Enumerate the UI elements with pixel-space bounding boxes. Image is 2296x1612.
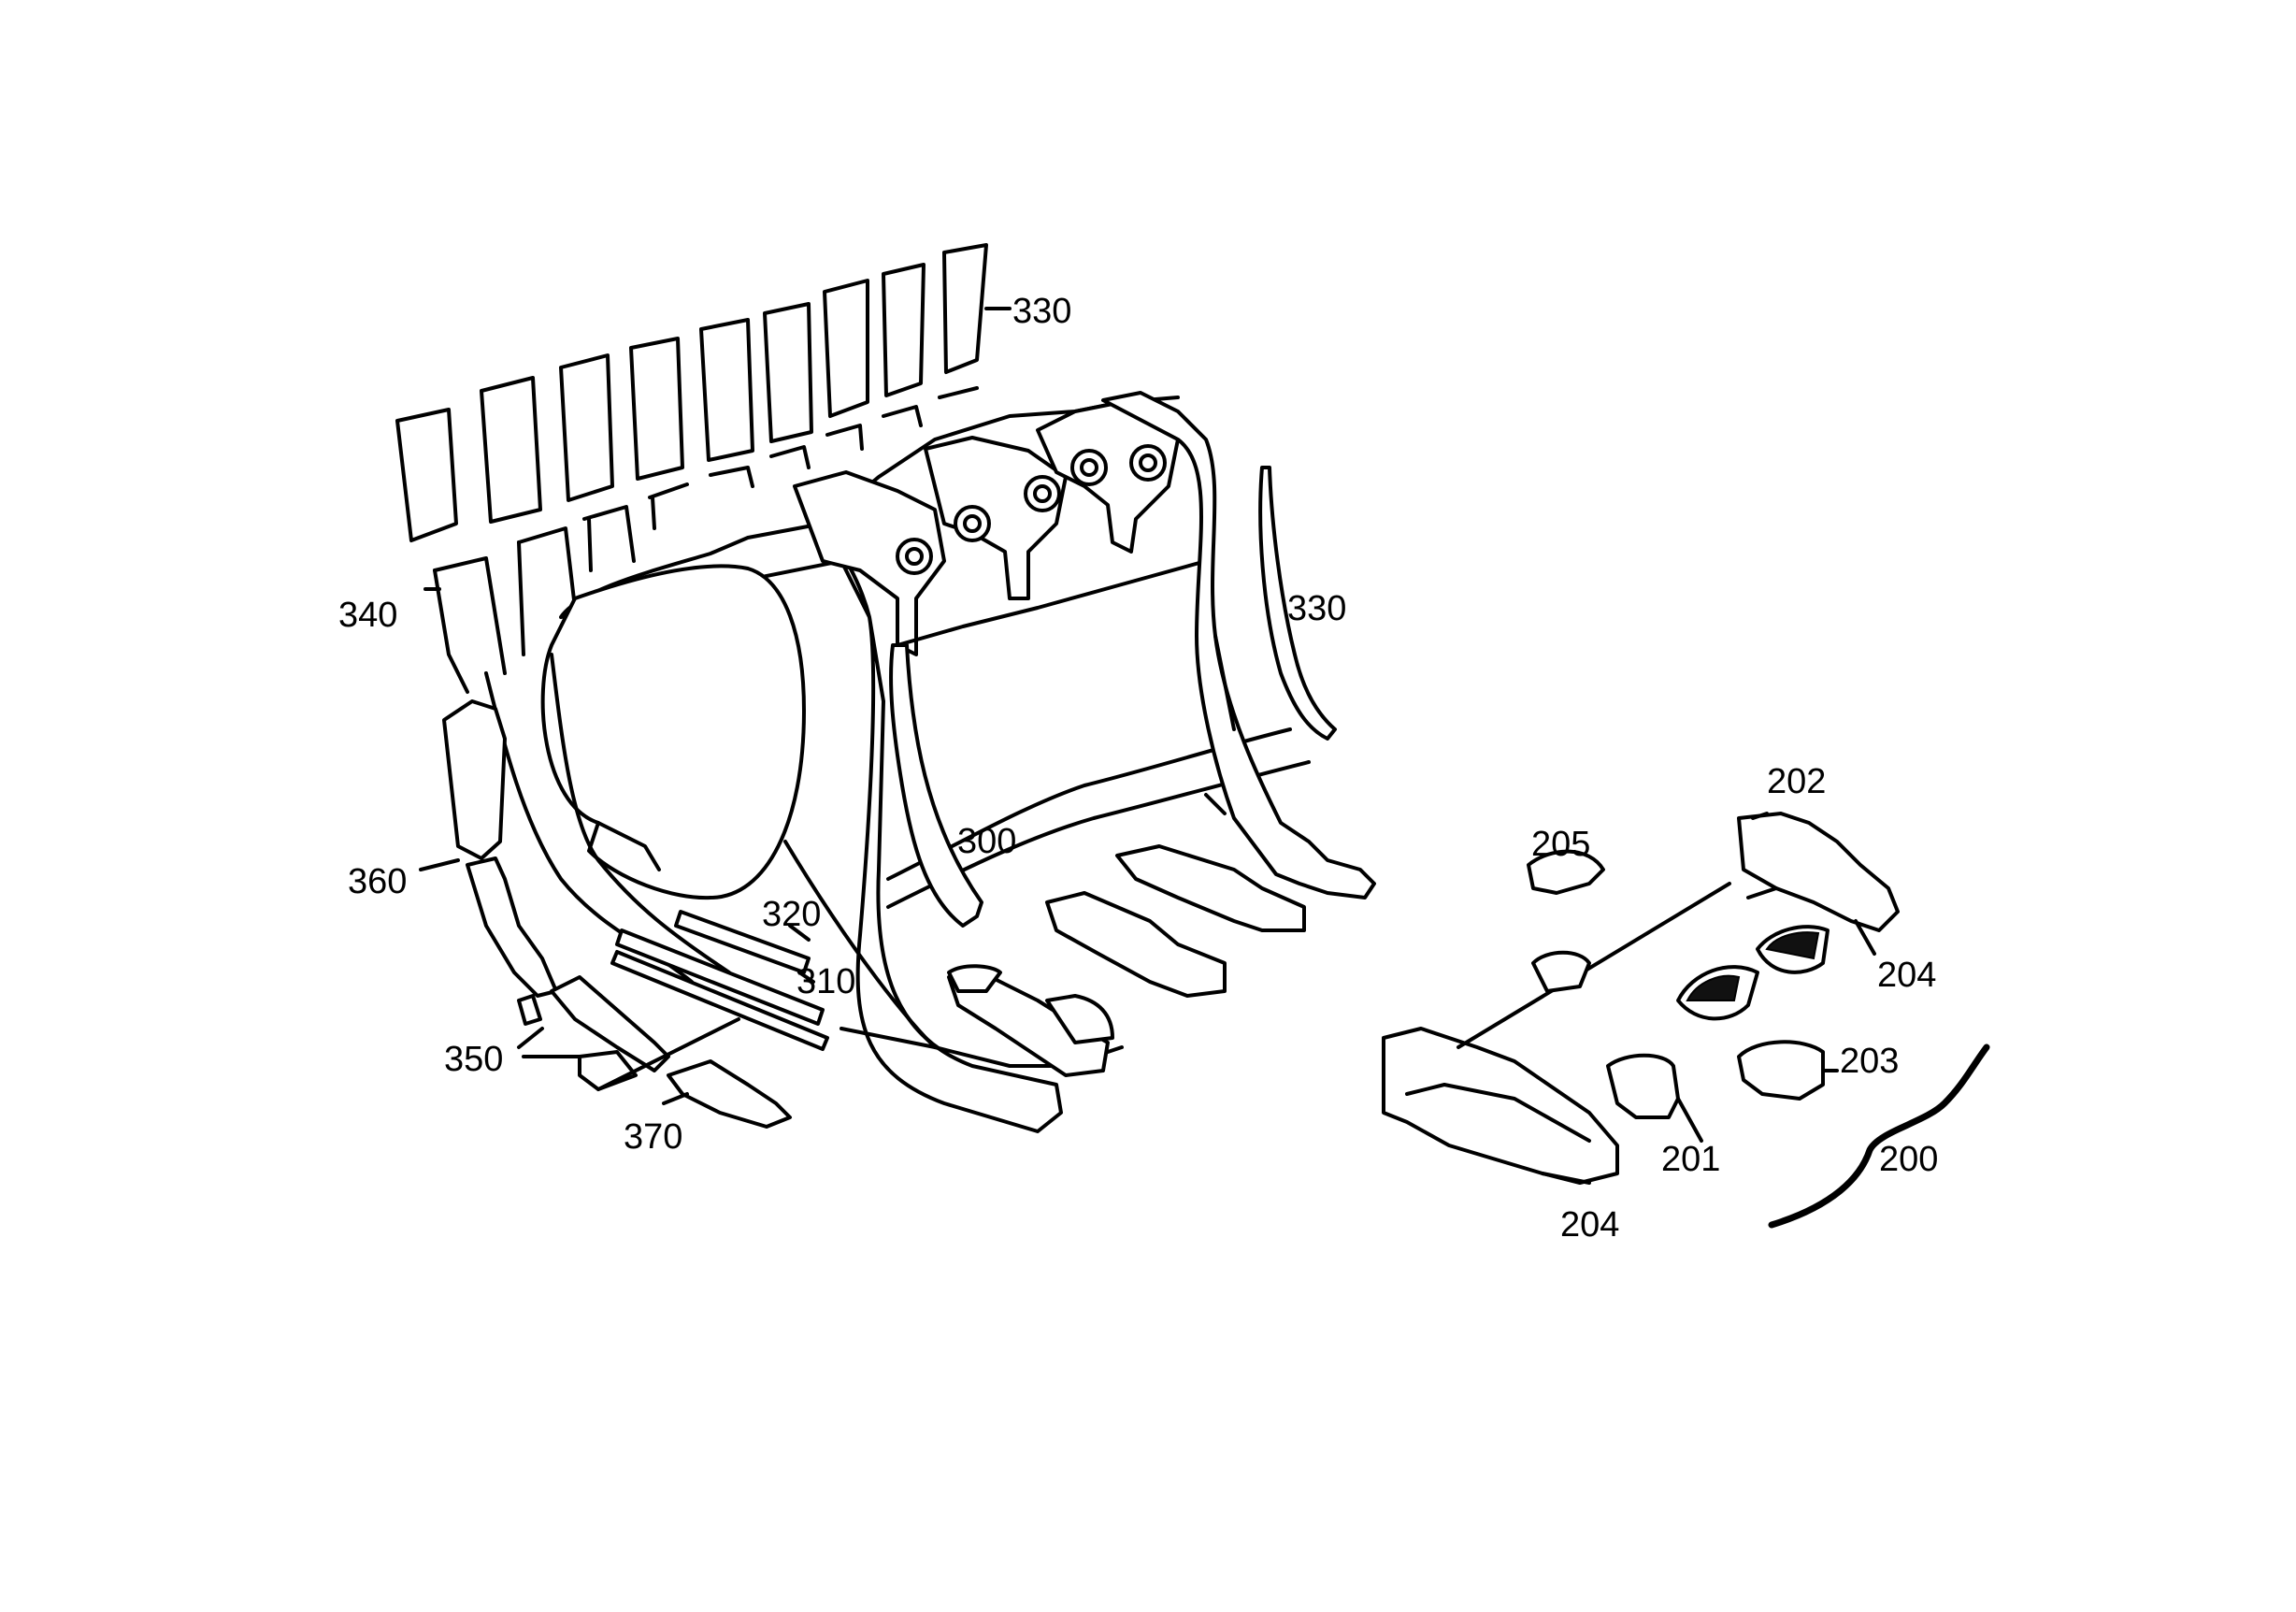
bucket-teeth xyxy=(947,844,1306,1077)
label-203: 203 xyxy=(1840,1042,1899,1081)
side-wear-360 xyxy=(442,699,558,998)
wear-plates-upper-row xyxy=(395,243,988,542)
label-201: 201 xyxy=(1661,1140,1720,1179)
label-204-lower: 204 xyxy=(1560,1205,1619,1245)
label-370: 370 xyxy=(624,1117,682,1157)
mounting-brackets xyxy=(793,400,1213,656)
label-360: 360 xyxy=(348,862,407,901)
wear-plates-lower-row xyxy=(433,386,979,694)
label-310: 310 xyxy=(796,962,855,1001)
label-340: 340 xyxy=(338,596,397,635)
label-330-top: 330 xyxy=(1012,292,1071,331)
side-cutter-330 xyxy=(1258,466,1337,741)
cutting-edge-assembly-200 xyxy=(1382,812,1990,1229)
bucket-body xyxy=(484,396,1311,1133)
label-202: 202 xyxy=(1767,762,1826,801)
label-300: 300 xyxy=(957,822,1016,861)
label-200: 200 xyxy=(1879,1140,1938,1179)
label-330-side: 330 xyxy=(1287,589,1346,628)
plates-320-310 xyxy=(610,910,829,1051)
leader-lines xyxy=(419,307,1876,1143)
wear-parts-350-370 xyxy=(517,975,792,1129)
side-plate-right xyxy=(1101,391,1376,900)
part-labels: 330 330 340 360 300 320 310 350 370 205 … xyxy=(338,292,1938,1245)
label-205: 205 xyxy=(1531,825,1590,864)
label-350: 350 xyxy=(444,1040,503,1079)
wear-strip-300 xyxy=(889,643,983,928)
label-320: 320 xyxy=(762,895,821,934)
label-204-upper: 204 xyxy=(1877,956,1936,995)
